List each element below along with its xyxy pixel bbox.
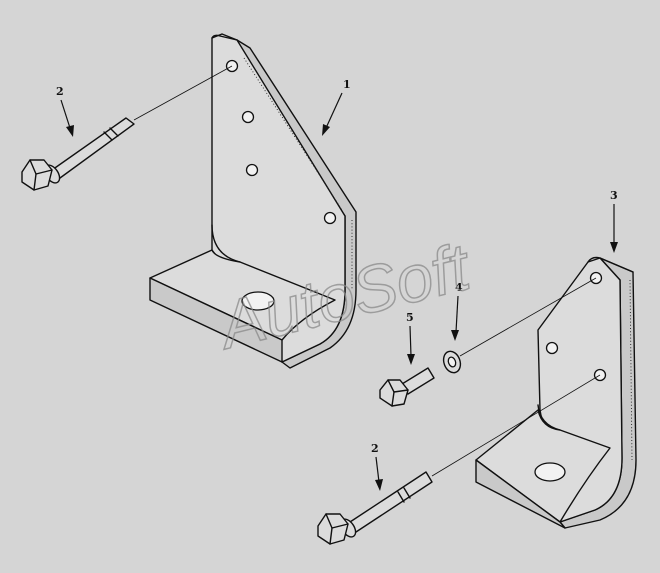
bracket-right [475, 256, 637, 529]
callout-1: 1 [322, 78, 351, 136]
callout-3: 3 [610, 189, 618, 253]
callout-2-lower: 2 [371, 442, 383, 491]
part-label-1: 1 [343, 78, 351, 91]
callout-2-upper: 2 [56, 85, 74, 137]
callout-4: 4 [451, 281, 463, 341]
part-label-2-lower: 2 [371, 442, 379, 455]
part-label-2-upper: 2 [56, 85, 64, 98]
washer [442, 277, 597, 374]
part-label-3: 3 [610, 189, 618, 202]
bolt-upper [21, 65, 233, 191]
callout-5: 5 [406, 311, 415, 365]
bolt-short [379, 367, 435, 407]
part-label-5: 5 [406, 311, 414, 324]
part-label-4: 4 [455, 281, 463, 294]
bolt-lower [317, 374, 601, 545]
